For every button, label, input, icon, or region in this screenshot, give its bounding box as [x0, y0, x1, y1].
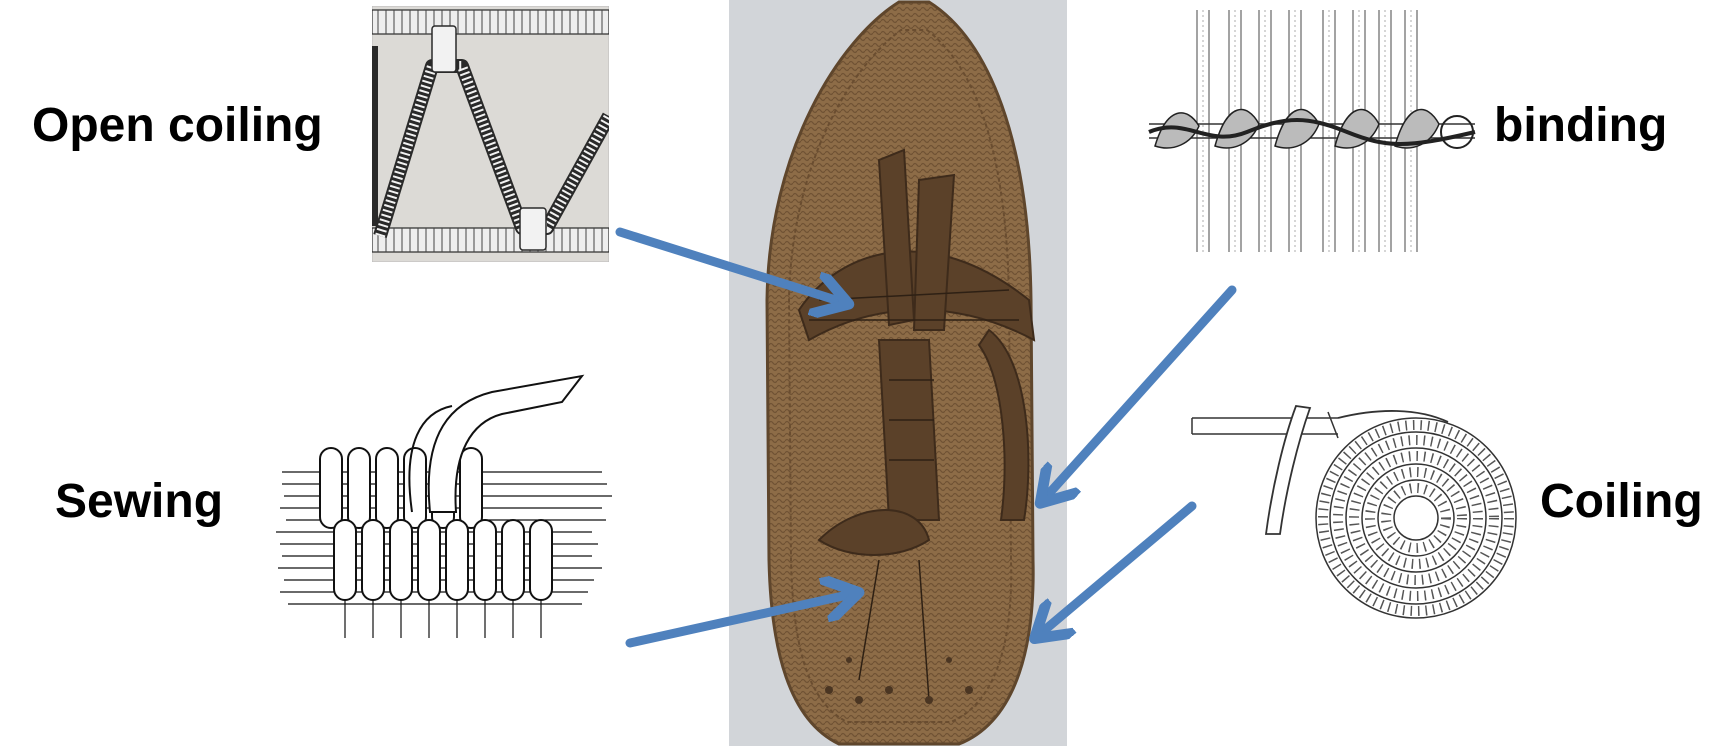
open-coiling-label: Open coiling	[32, 102, 323, 150]
sandal-illustration	[729, 0, 1067, 746]
coiling-label: Coiling	[1540, 478, 1703, 526]
open-coiling-image	[372, 6, 609, 262]
sewing-drawing	[262, 362, 626, 646]
coiling-image	[1188, 378, 1540, 638]
binding-label: binding	[1494, 102, 1667, 150]
sewing-label: Sewing	[55, 478, 223, 526]
coiling-spiral-drawing	[1188, 378, 1540, 638]
open-coiling-drawing	[372, 6, 609, 262]
binding-drawing	[1147, 6, 1477, 256]
sewing-image	[262, 362, 626, 646]
binding-image	[1147, 6, 1477, 256]
sandal-photo	[729, 0, 1067, 746]
